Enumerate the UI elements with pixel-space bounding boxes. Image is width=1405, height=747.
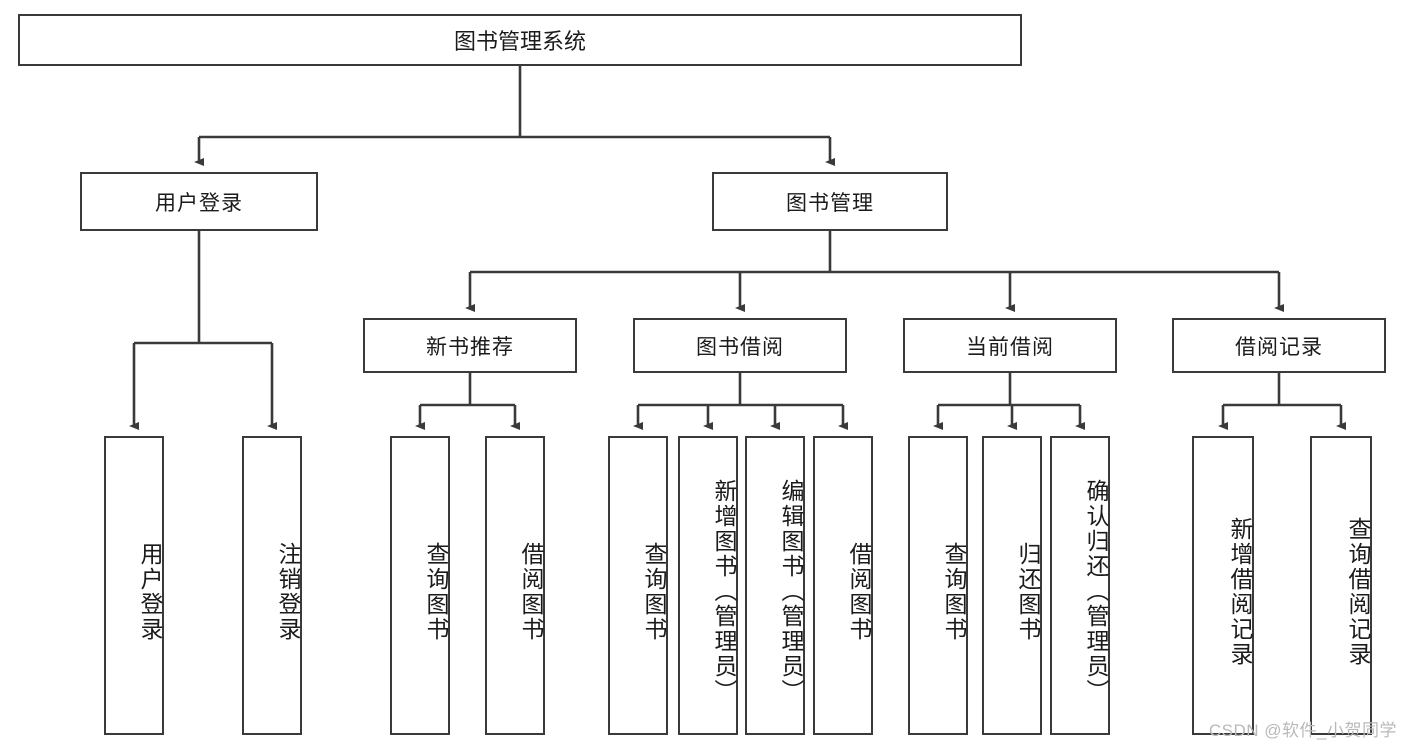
node-current-borrow[interactable]: 当前借阅 [903, 318, 1117, 373]
leaf-node-label: 新增借阅记录 [1227, 516, 1253, 667]
leaf-node[interactable]: 确认归还（管理员） [1050, 436, 1110, 735]
leaf-node-label: 查询图书 [641, 541, 667, 642]
leaf-node-label: 借阅图书 [518, 541, 544, 642]
leaf-node[interactable]: 借阅图书 [813, 436, 873, 735]
leaf-node[interactable]: 归还图书 [982, 436, 1042, 735]
leaf-node-label: 编辑图书（管理员） [778, 479, 804, 704]
node-user-login[interactable]: 用户登录 [80, 172, 318, 231]
leaf-node[interactable]: 新增借阅记录 [1192, 436, 1254, 735]
leaf-node-label: 用户登录 [137, 541, 163, 642]
node-book-borrow[interactable]: 图书借阅 [633, 318, 847, 373]
node-root-system[interactable]: 图书管理系统 [18, 14, 1022, 66]
leaf-node-label: 查询图书 [423, 541, 449, 642]
csdn-watermark: CSDN @软件_小贺同学 [1208, 721, 1397, 740]
leaf-node[interactable]: 查询图书 [390, 436, 450, 735]
leaf-node[interactable]: 注销登录 [242, 436, 302, 735]
leaf-node-label: 归还图书 [1015, 541, 1041, 642]
node-new-book-recommend[interactable]: 新书推荐 [363, 318, 577, 373]
leaf-node-label: 注销登录 [275, 541, 301, 642]
node-book-management[interactable]: 图书管理 [712, 172, 948, 231]
leaf-node[interactable]: 查询图书 [908, 436, 968, 735]
leaf-node-label: 新增图书（管理员） [711, 479, 737, 704]
leaf-node[interactable]: 新增图书（管理员） [678, 436, 738, 735]
leaf-node-label: 确认归还（管理员） [1083, 479, 1109, 704]
leaf-node[interactable]: 借阅图书 [485, 436, 545, 735]
leaf-node[interactable]: 查询借阅记录 [1310, 436, 1372, 735]
node-borrow-record[interactable]: 借阅记录 [1172, 318, 1386, 373]
leaf-node-label: 查询图书 [941, 541, 967, 642]
leaf-node-label: 借阅图书 [846, 541, 872, 642]
leaf-node-label: 查询借阅记录 [1345, 516, 1371, 667]
leaf-node[interactable]: 用户登录 [104, 436, 164, 735]
leaf-node[interactable]: 查询图书 [608, 436, 668, 735]
leaf-node[interactable]: 编辑图书（管理员） [745, 436, 805, 735]
